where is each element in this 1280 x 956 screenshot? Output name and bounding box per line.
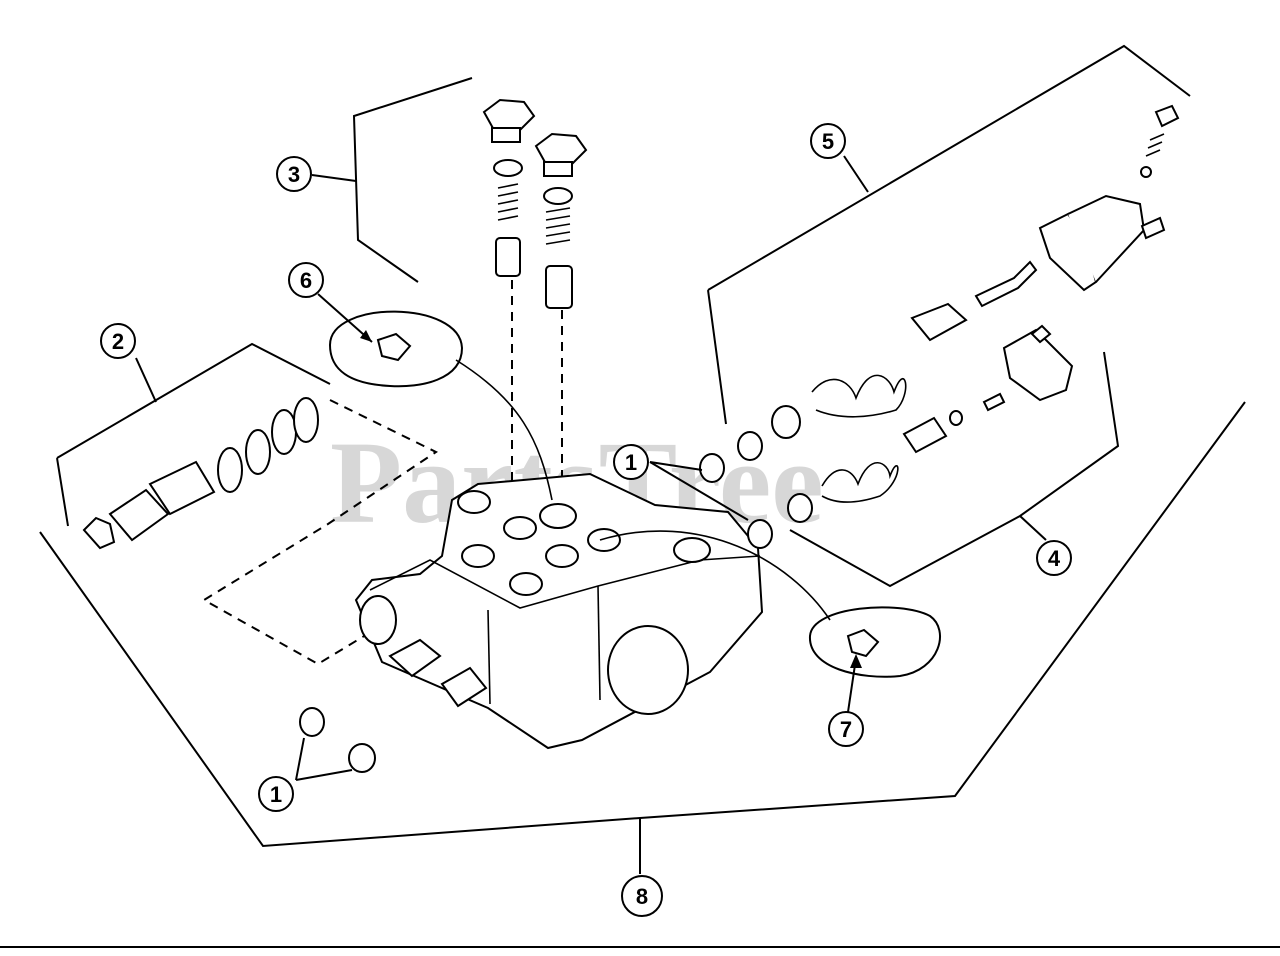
- callout-7-label: 7: [840, 717, 852, 742]
- callout-4: 4: [1036, 540, 1072, 576]
- leader-1a-lower: [649, 461, 749, 521]
- callout-4-label: 4: [1048, 546, 1061, 571]
- leader-5: [843, 155, 869, 193]
- o-ring-lower-right: [348, 743, 376, 773]
- callout-8-label: 8: [636, 884, 648, 909]
- bracket-group-2: [56, 342, 331, 527]
- callout-1a: 1: [613, 444, 649, 480]
- callout-3-label: 3: [288, 162, 300, 187]
- leader-4: [1019, 515, 1047, 541]
- callout-6: 6: [288, 262, 373, 343]
- callout-5: 5: [810, 123, 846, 159]
- bottom-border: [0, 946, 1280, 948]
- leader-3: [311, 174, 357, 182]
- callout-6-label: 6: [300, 268, 312, 293]
- callout-3: 3: [276, 156, 312, 192]
- callout-8: 8: [621, 875, 663, 917]
- callout-7: 7: [828, 654, 864, 747]
- relief-valve-outline: [202, 399, 441, 666]
- callout-1b-label: 1: [270, 782, 282, 807]
- callout-1b: 1: [258, 776, 294, 812]
- plug-and-spring-stack: [482, 98, 588, 309]
- spool-end-components: [737, 104, 1180, 523]
- callout-1a-label: 1: [625, 450, 637, 475]
- callout-5-label: 5: [822, 129, 834, 154]
- callout-2-label: 2: [112, 329, 124, 354]
- detail-6-leader: [455, 359, 553, 501]
- detail-7-leader: [599, 530, 831, 621]
- leader-2: [135, 357, 157, 403]
- detail-7-part: [846, 628, 880, 658]
- o-ring-upper: [699, 453, 725, 483]
- callout-2: 2: [100, 323, 136, 359]
- valve-body: [354, 472, 764, 750]
- detail-6-part: [376, 332, 412, 362]
- leader-1a-upper: [649, 461, 703, 471]
- o-ring-middle: [747, 519, 773, 549]
- bracket-group-5: [707, 44, 1191, 425]
- relief-valve-cartridge: [82, 397, 319, 550]
- bracket-group-3: [352, 77, 473, 283]
- leader-1b: [295, 737, 353, 781]
- o-ring-lower-left: [299, 707, 325, 737]
